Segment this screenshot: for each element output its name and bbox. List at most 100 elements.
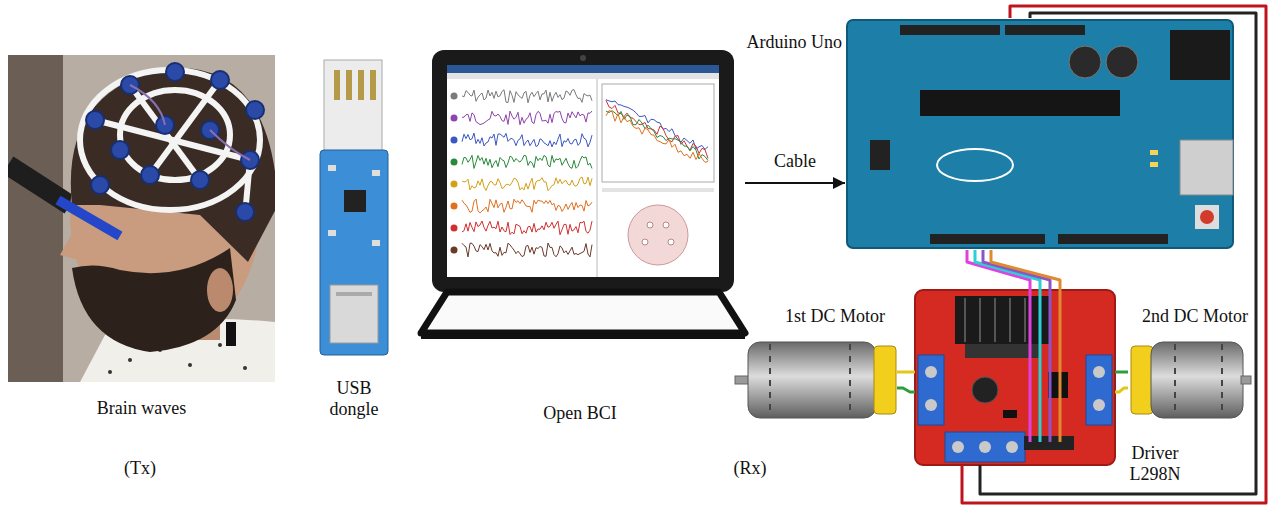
usb-dongle	[358, 70, 364, 100]
motor-driver-board	[925, 366, 937, 378]
motor-driver-board	[964, 298, 966, 342]
arduino-board	[1150, 150, 1158, 155]
motor-driver-board	[945, 432, 1025, 462]
cable-arrow	[745, 182, 845, 184]
eeg-photo	[72, 248, 236, 352]
motor-wires	[1115, 388, 1128, 392]
laptop	[602, 84, 714, 182]
motor-wires	[897, 372, 915, 392]
laptop	[447, 73, 719, 79]
dc-motor-1	[849, 344, 851, 416]
arduino-board	[930, 234, 1045, 244]
eeg-traces	[451, 203, 458, 210]
usb-dongle	[324, 60, 382, 155]
eeg-traces	[462, 243, 592, 257]
eeg-photo	[80, 70, 260, 215]
usb-dongle	[370, 70, 376, 100]
eeg-photo	[243, 366, 247, 370]
arduino-board	[1200, 210, 1214, 224]
motor-driver-board	[979, 441, 991, 453]
usb-dongle	[328, 165, 336, 171]
motor-wires	[1115, 371, 1128, 374]
dc-motor-1	[874, 346, 896, 414]
eeg-photo	[141, 166, 159, 184]
eeg-photo	[150, 80, 220, 175]
motor-driver-board	[1086, 355, 1112, 425]
motor-driver-board	[918, 355, 944, 425]
motor-driver-board	[979, 298, 981, 342]
dc-motor-2	[1241, 376, 1251, 384]
arduino-board	[847, 20, 1233, 248]
motor-driver-board	[1059, 290, 1062, 442]
motor-wires	[897, 371, 915, 374]
usb-dongle	[372, 170, 380, 176]
eeg-photo	[188, 363, 192, 367]
eeg-traces	[451, 247, 458, 254]
dc-motor-2	[1131, 342, 1251, 418]
ground-wire-black	[980, 13, 1256, 494]
eeg-traces	[462, 177, 592, 191]
laptop	[432, 50, 734, 292]
eeg-traces	[462, 133, 592, 147]
eeg-photo	[91, 176, 109, 194]
motor-wires	[897, 388, 915, 392]
eeg-traces	[451, 115, 458, 122]
eeg-photo	[207, 268, 233, 312]
usb-dongle	[344, 190, 366, 212]
usb-dongle	[334, 70, 340, 100]
laptop-gui: Open BCI	[421, 50, 745, 340]
cable-arrow	[745, 183, 845, 184]
dc-motor-2	[1151, 342, 1243, 418]
caption: Brain waves	[8, 398, 275, 419]
eeg-traces	[451, 159, 458, 166]
caption: Open BCI	[520, 403, 640, 424]
dc-motor-1	[769, 344, 771, 416]
laptop	[668, 239, 674, 245]
laptop	[421, 50, 745, 339]
motor-driver-board	[1024, 298, 1026, 342]
eeg-photo	[130, 85, 200, 180]
ground-wire-black	[980, 13, 1256, 494]
usb-dongle	[372, 240, 380, 246]
eeg-traces	[606, 100, 708, 158]
edge-label: Cable	[771, 151, 819, 172]
arduino-board	[920, 90, 1120, 116]
laptop	[642, 239, 648, 245]
arduino-board	[870, 140, 890, 170]
motor-driver-board	[925, 399, 937, 411]
usb-dongle	[320, 60, 388, 355]
laptop	[580, 55, 586, 61]
eeg-traces	[606, 100, 708, 150]
motor-driver-board	[952, 441, 964, 453]
motor-wires	[1115, 372, 1128, 392]
eeg-photo	[130, 85, 250, 160]
laptop	[597, 79, 598, 277]
eeg-photo	[111, 141, 129, 159]
laptop	[447, 65, 719, 73]
dc-motor: 2nd DC Motor	[1128, 340, 1258, 420]
eeg-photo	[71, 68, 275, 262]
motor-driver-board	[1049, 290, 1052, 442]
dc-motor-1	[748, 342, 876, 418]
arduino-board	[1170, 30, 1230, 80]
dc-motor-2	[1131, 346, 1153, 414]
signal-wires	[991, 250, 1060, 290]
dc-motor-1	[735, 342, 896, 418]
motor-driver: Driver L298N	[915, 290, 1115, 465]
motor-driver-board	[915, 290, 1115, 465]
arduino-board	[937, 149, 1013, 181]
caption: USB dongle	[324, 378, 384, 420]
eeg-photo	[8, 55, 63, 382]
eeg-photo	[128, 358, 132, 362]
motor-driver-board	[1093, 399, 1105, 411]
motor-driver-board	[1093, 366, 1105, 378]
eeg-photo	[8, 55, 275, 382]
dc-motor-2	[1174, 344, 1176, 416]
usb-dongle	[320, 150, 388, 355]
eeg-traces	[462, 221, 592, 235]
arduino-board	[900, 25, 1000, 35]
laptop	[421, 292, 745, 333]
motor-driver-board	[1009, 298, 1011, 342]
